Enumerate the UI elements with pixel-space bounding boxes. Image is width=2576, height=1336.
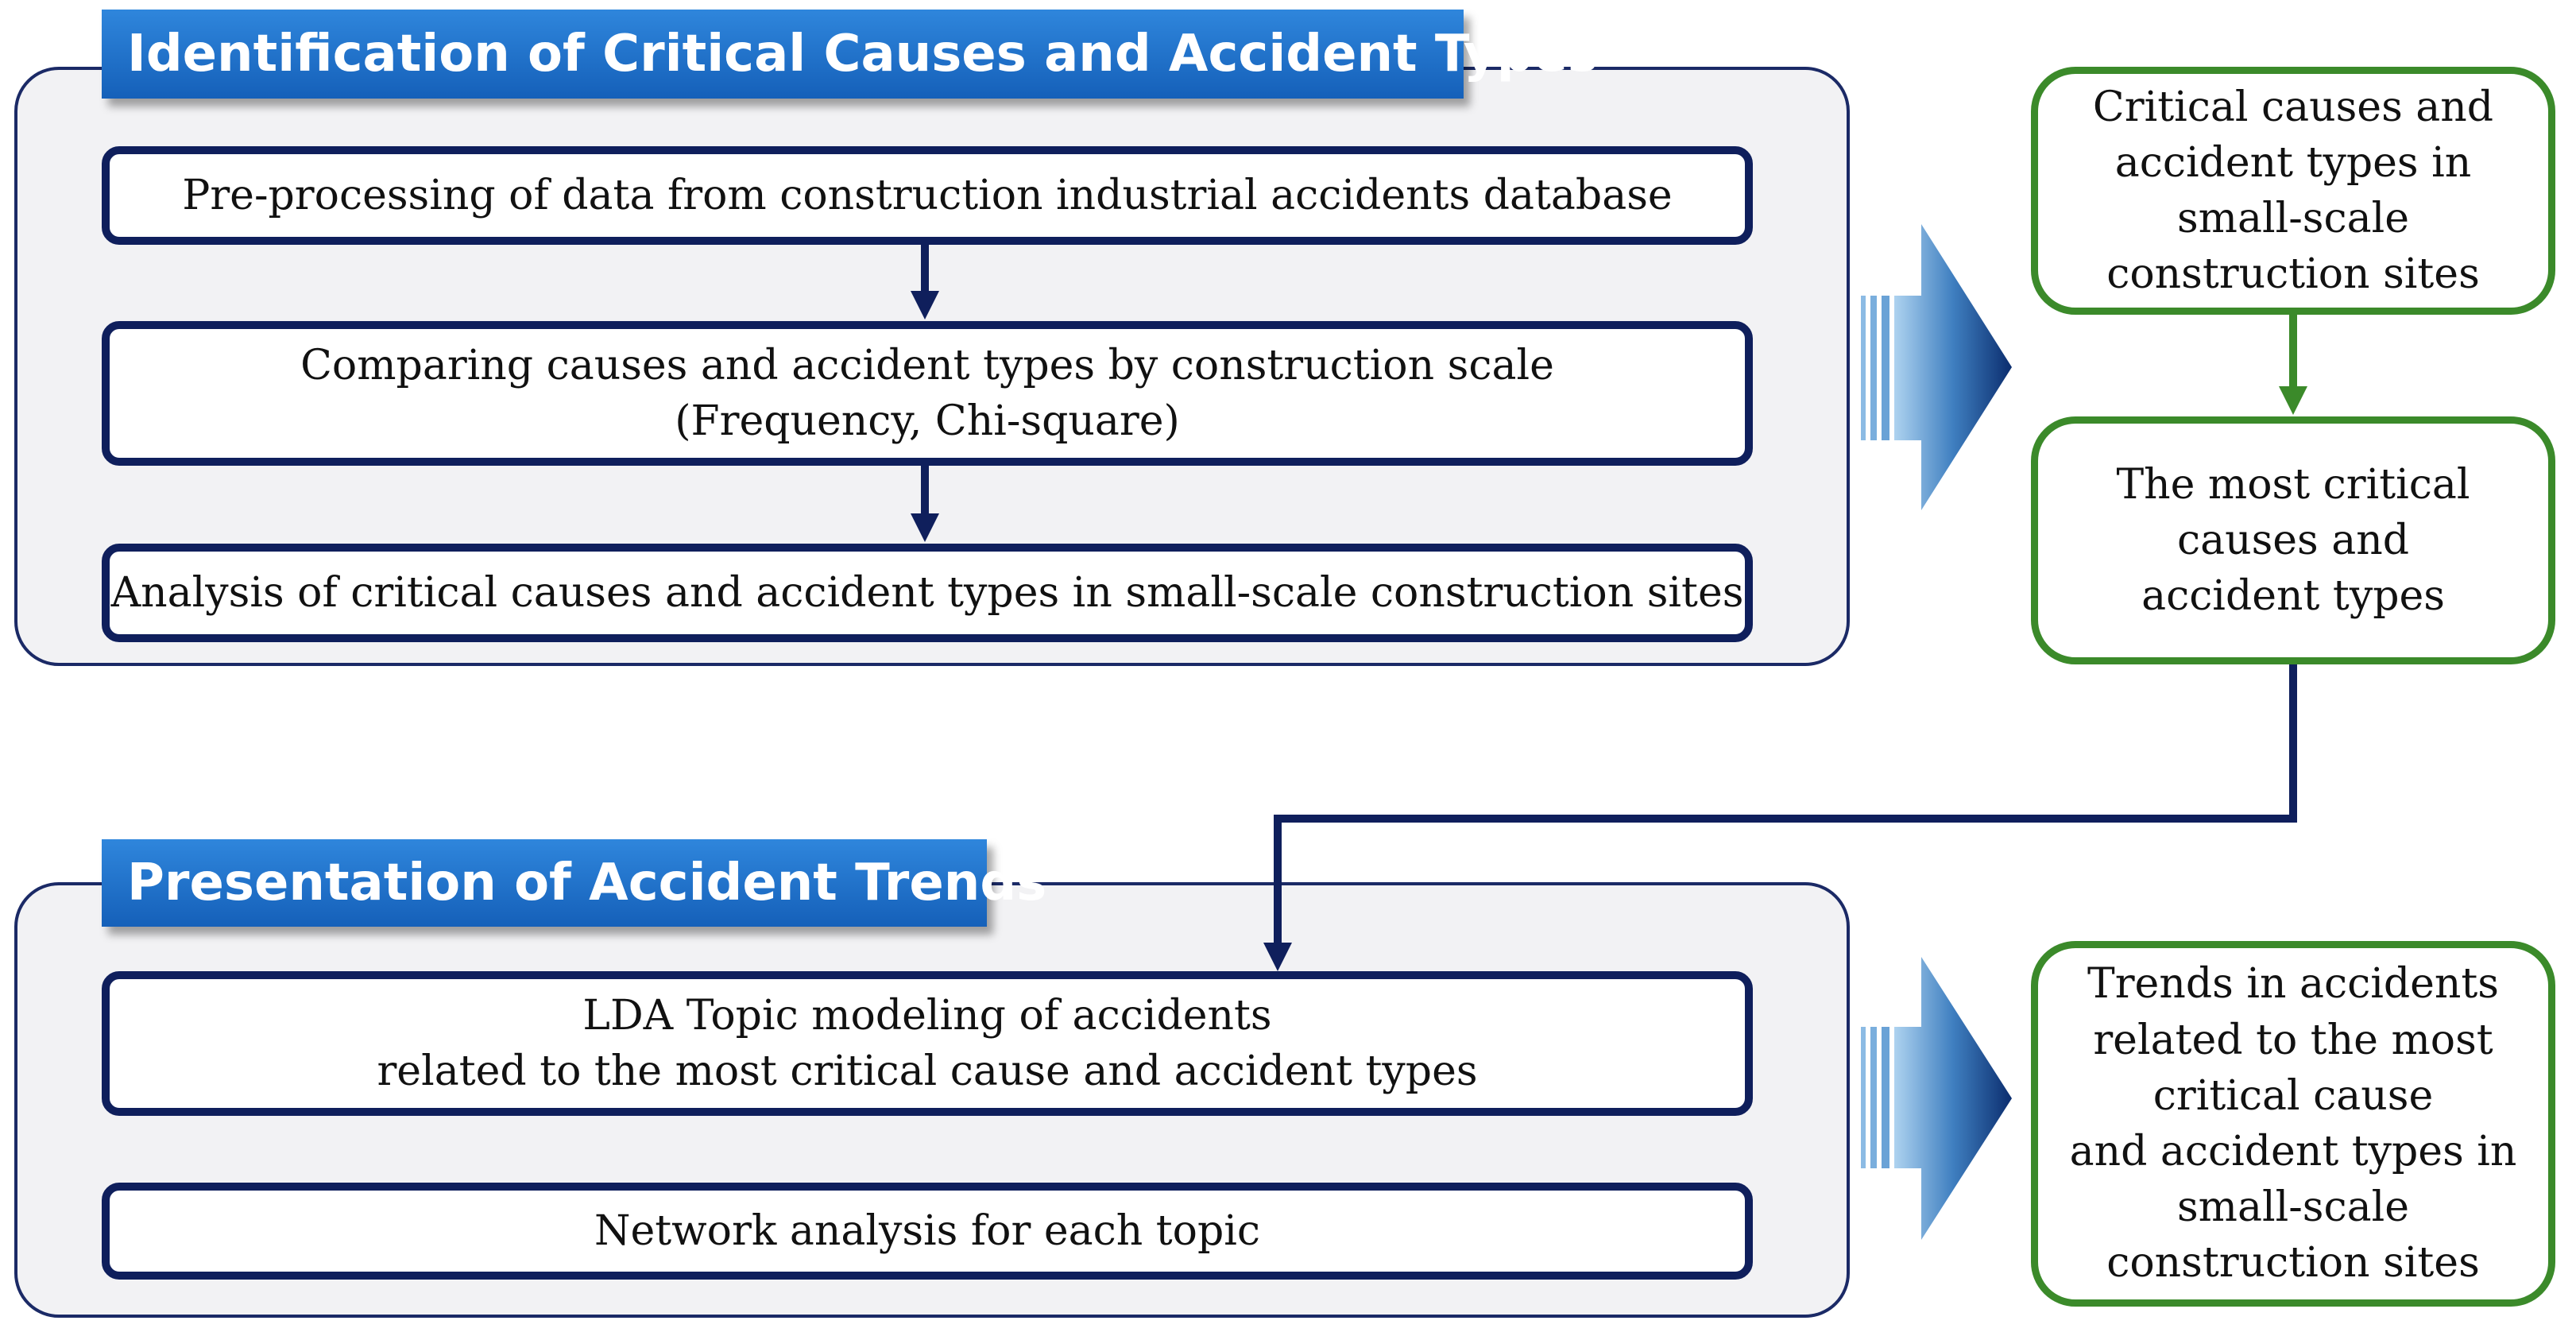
arrow-step2-to-step3 — [911, 466, 939, 542]
output-most-critical: The most critical causes and accident ty… — [2031, 416, 2555, 664]
step-line: Pre-processing of data from construction… — [182, 171, 1673, 219]
output-line: accident types in — [2114, 138, 2472, 187]
step-lda-topic-modeling: LDA Topic modeling of accidents related … — [102, 971, 1753, 1116]
output-line: The most critical — [2116, 460, 2470, 509]
output-line: construction sites — [2106, 1239, 2480, 1288]
output-line: related to the most — [2093, 1016, 2493, 1064]
arrow-output2-to-lda — [1263, 664, 2297, 971]
step-line: Analysis of critical causes and accident… — [110, 568, 1744, 617]
step-network-analysis: Network analysis for each topic — [102, 1183, 1753, 1280]
step-comparing: Comparing causes and accident types by c… — [102, 321, 1753, 466]
output-line: small-scale — [2176, 1183, 2410, 1232]
big-arrow-right-2 — [1861, 957, 2012, 1240]
step-preprocessing: Pre-processing of data from construction… — [102, 146, 1753, 245]
output-line: construction sites — [2106, 250, 2480, 299]
big-arrow-right-1 — [1861, 224, 2012, 510]
output-line: Trends in accidents — [2087, 960, 2499, 1009]
step-line: Comparing causes and accident types by c… — [300, 341, 1554, 389]
output-line: Critical causes and — [2092, 83, 2494, 131]
output-line: causes and — [2176, 516, 2410, 564]
arrow-output1-to-output2 — [2279, 315, 2307, 415]
step-line: LDA Topic modeling of accidents — [582, 991, 1272, 1040]
output-line: critical cause — [2152, 1071, 2434, 1120]
output-trends: Trends in accidents related to the most … — [2031, 941, 2555, 1307]
output-line: small-scale — [2176, 195, 2410, 242]
output-line: accident types — [2141, 572, 2445, 621]
step-line: Network analysis for each topic — [594, 1206, 1261, 1255]
arrow-step1-to-step2 — [911, 245, 939, 319]
section1-title: Identification of Critical Causes and Ac… — [102, 10, 1598, 99]
step-analysis: Analysis of critical causes and accident… — [102, 544, 1753, 642]
step-line: related to the most critical cause and a… — [377, 1048, 1478, 1095]
step-line: (Frequency, Chi-square) — [675, 397, 1180, 445]
section2-title: Presentation of Accident Trends — [102, 839, 1046, 927]
output-critical-causes: Critical causes and accident types in sm… — [2031, 67, 2555, 315]
output-line: and accident types in — [2069, 1128, 2517, 1175]
